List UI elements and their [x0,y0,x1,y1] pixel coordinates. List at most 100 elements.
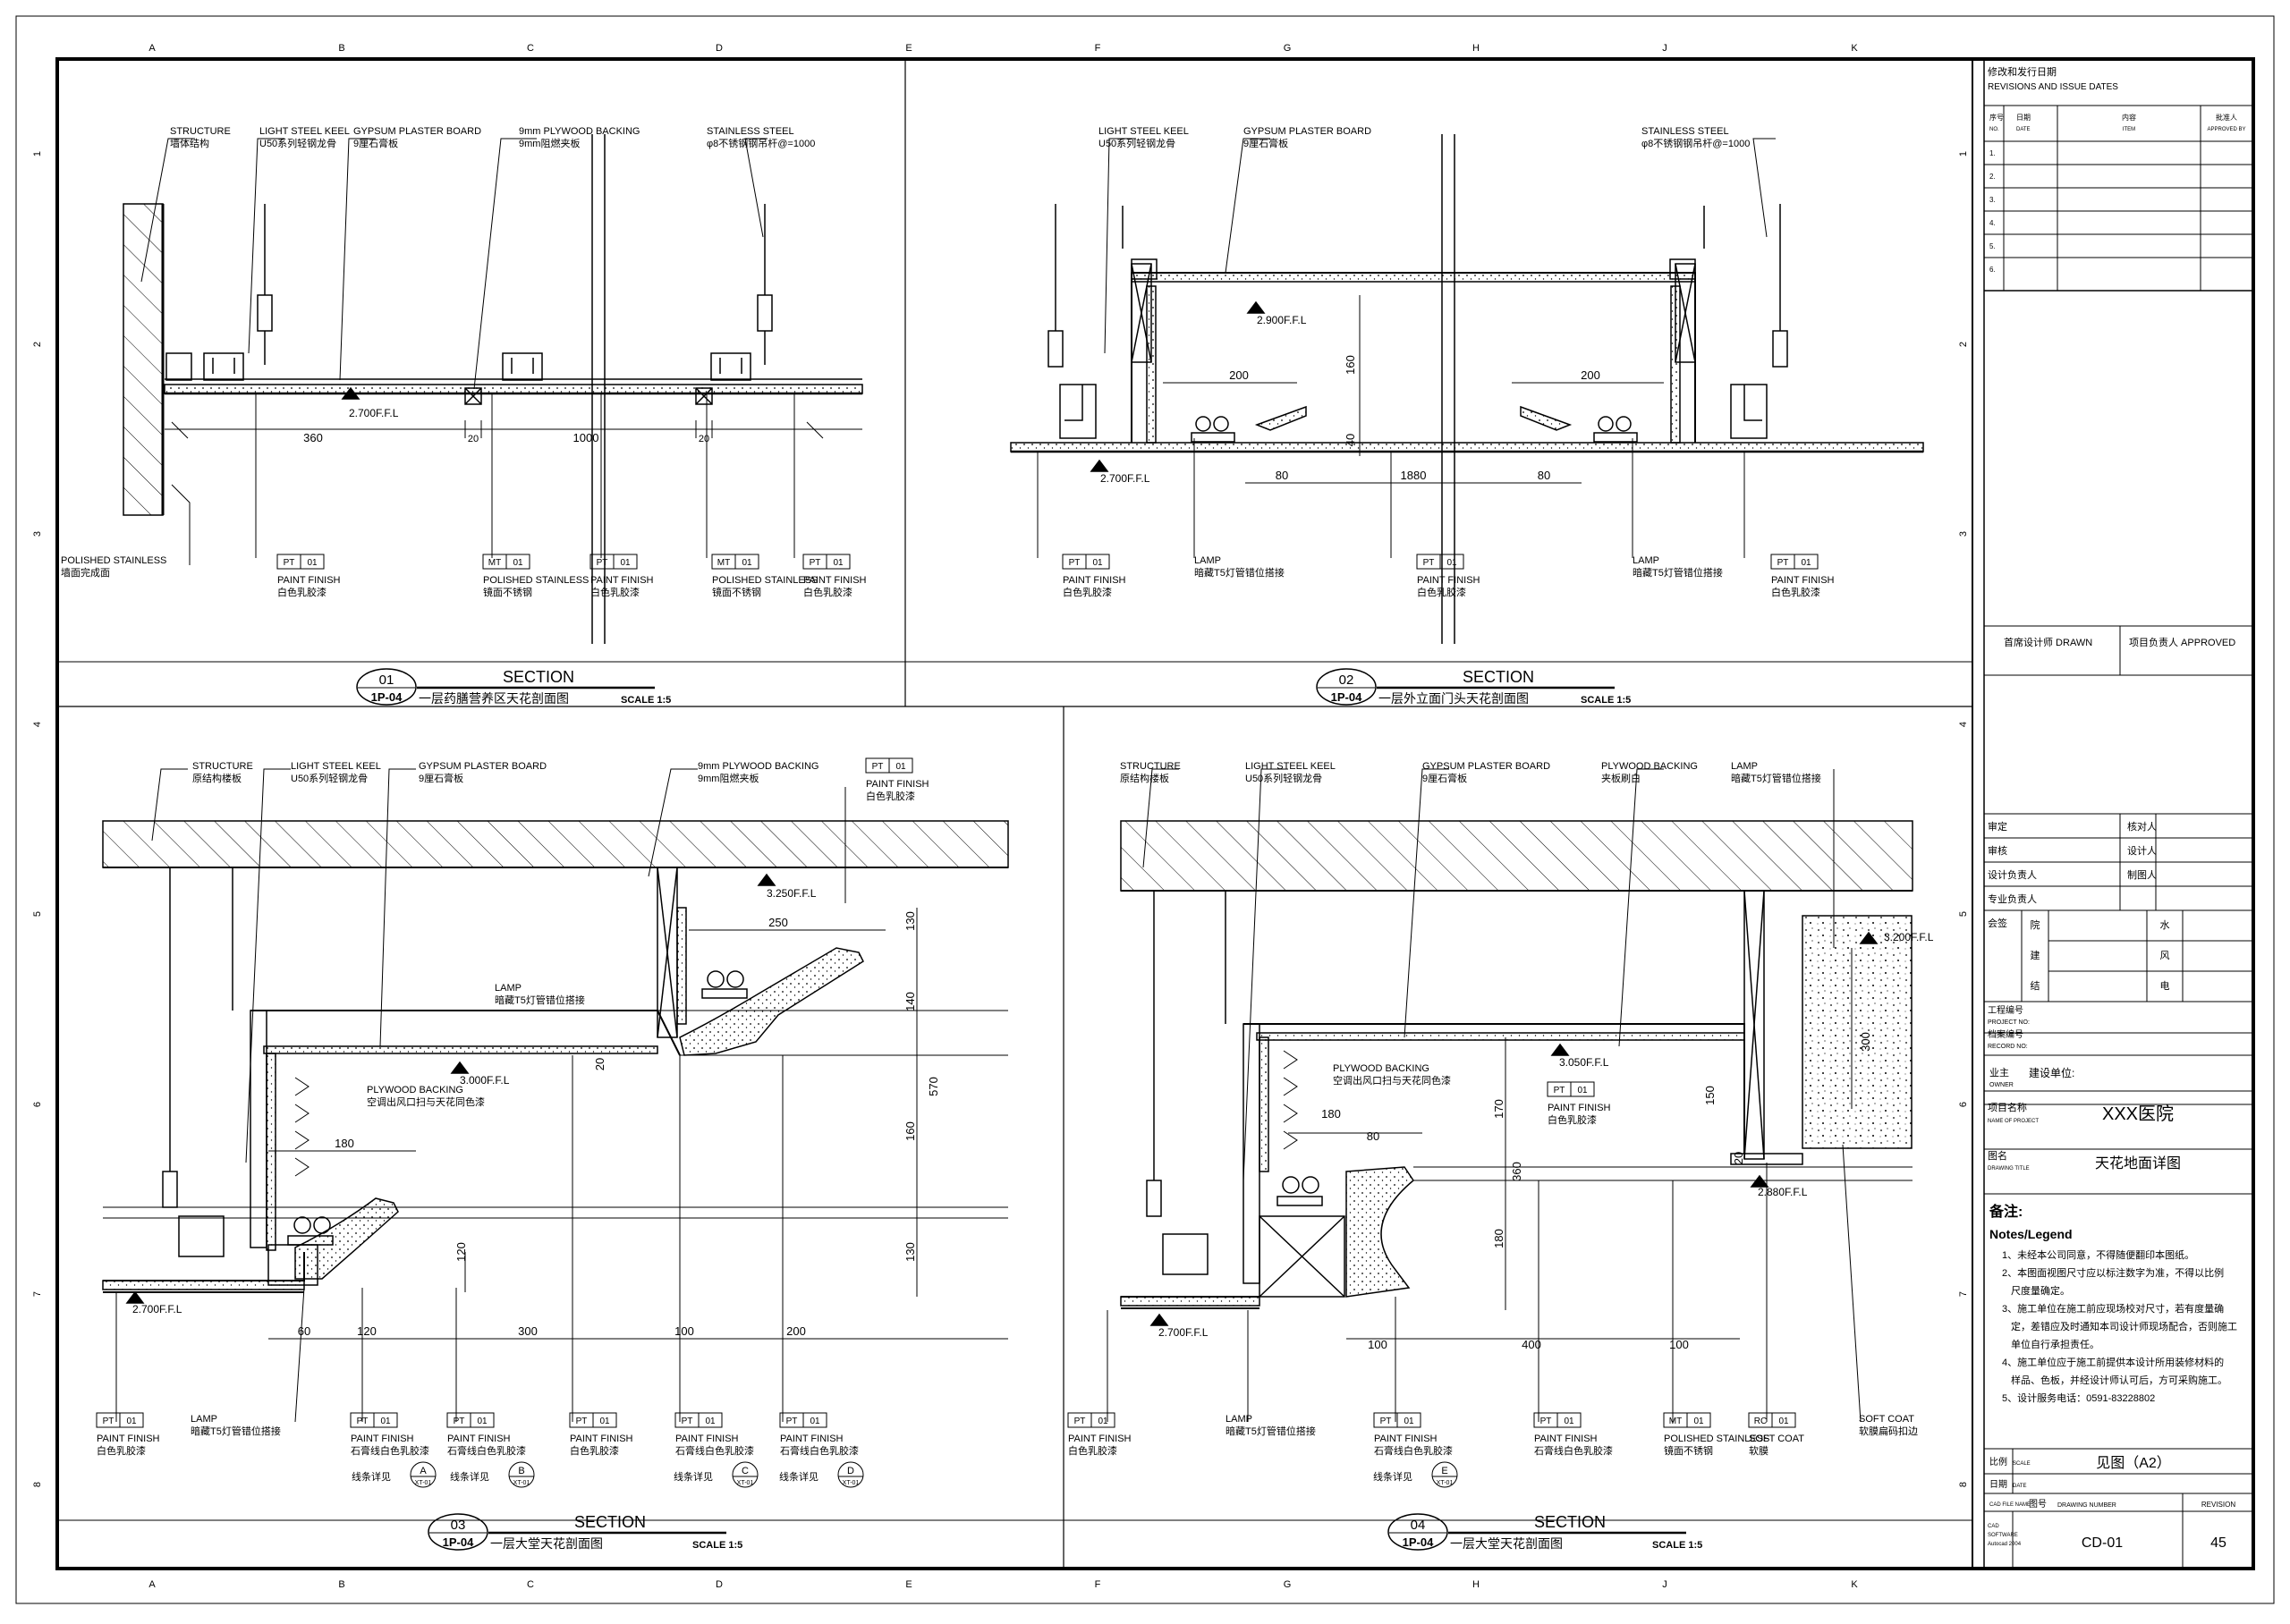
material-tag: PT [682,1417,693,1426]
material-code: 01 [1577,1086,1588,1095]
label-en: PAINT FINISH [1374,1434,1438,1444]
project-name-value: XXX医院 [2102,1104,2174,1124]
cad-software: CAD [1988,1524,1999,1529]
owner-cn: 业主 [1989,1067,2009,1078]
dimension: 1880 [1401,469,1427,482]
dimension: 180 [335,1137,354,1150]
grid-row-left: 3 [32,531,43,537]
section-bubble [428,1513,488,1551]
sign-row-left: 审定 [1988,820,2007,833]
label-cn: φ8不锈钢钢吊杆@=1000 [1641,137,1750,149]
revisions-header-en: DATE [2016,127,2031,132]
label-en: PAINT FINISH [866,779,929,790]
material-code: 01 [307,558,318,568]
sheet-frame [15,15,2275,1604]
cad-software: SOFTWARE [1988,1533,2018,1538]
label-cn: 暗藏T5灯管错位搭接 [1194,566,1285,579]
dimension: 160 [903,1121,917,1141]
notes-title-cn: 备注: [1989,1203,2023,1220]
grid-row-right: 4 [1958,722,1969,727]
section-04-drawing [1107,768,1913,1423]
label-cn: 石膏线白色乳胶漆 [780,1444,859,1457]
material-tag: PT [1777,558,1789,568]
counter-sign-label: 会签 [1988,917,2007,929]
dimension: 170 [1492,1099,1505,1119]
dimension: 300 [1859,1032,1872,1052]
dimension: 250 [768,916,788,929]
material-tag: MT [488,558,501,568]
grid-col-bottom: F [1095,1579,1101,1590]
material-code: 01 [1564,1417,1574,1426]
material-code-box [1771,1412,1796,1428]
grid-row-right: 3 [1958,531,1969,537]
notes-title-en: Notes/Legend [1989,1227,2073,1241]
section-number: 01 [379,672,394,688]
dimension: 360 [1510,1162,1523,1181]
label-cn: 暗藏T5灯管错位搭接 [1226,1425,1316,1437]
detail-reference-label: 线条详见 [1373,1470,1412,1483]
label-cn: φ8不锈钢钢吊杆@=1000 [707,137,815,149]
label-cn: 白色乳胶漆 [1417,586,1466,598]
label-en: PAINT FINISH [351,1434,414,1444]
material-tag: MT [1669,1417,1682,1426]
drawing-number-label-cn: 图号 [2029,1499,2047,1510]
counter-sign-item: 院 [2031,918,2040,931]
project-name-cn: 项目名称 [1988,1101,2027,1113]
material-code: 01 [1693,1417,1704,1426]
label-cn: 暗藏T5灯管错位搭接 [495,994,585,1006]
material-code-box [802,1412,827,1428]
detail-reference-label: 线条详见 [352,1470,391,1483]
grid-col-bottom: J [1662,1579,1667,1590]
section-bubble [1316,668,1377,706]
revision-row-number: 6. [1989,266,1996,274]
material-code: 01 [380,1417,391,1426]
detail-reference-bubble [410,1461,437,1488]
detail-letter: C [742,1466,749,1476]
drawing-number-label-en: DRAWING NUMBER [2057,1502,2116,1509]
material-code: 01 [1778,1417,1789,1426]
revisions-header-cn: 批准人 [2216,113,2237,122]
detail-letter: E [1441,1466,1447,1476]
level-mark: 2.900F.F.L [1257,314,1307,326]
section-subtitle: 一层外立面门头天花剖面图 [1378,691,1529,706]
sign-row-right: 制图人 [2127,869,2157,881]
label-cn: 原结构楼板 [1120,772,1169,784]
label-en: PLYWOOD BACKING [1601,761,1698,772]
material-code-box [1794,554,1819,570]
dimension: 140 [903,992,917,1011]
label-en: SOFT COAT [1859,1414,1914,1425]
label-en: LAMP [495,983,522,994]
dimension: 570 [927,1077,940,1096]
sign-row-left: 设计负责人 [1988,868,2037,881]
grid-row-left: 7 [32,1291,43,1297]
section-title: SECTION [1463,668,1534,686]
detail-reference-bubble [508,1461,535,1488]
grid-col-top: K [1851,43,1858,54]
section-sheet-ref: 1P-04 [1403,1535,1434,1549]
material-tag: PT [1380,1417,1392,1426]
grid-col-bottom: K [1851,1579,1858,1590]
label-en: PAINT FINISH [1417,575,1480,586]
grid-col-top: E [905,43,912,54]
label-en: LAMP [1226,1414,1252,1425]
label-cn: 白色乳胶漆 [277,586,327,598]
section-scale: SCALE 1:5 [1581,695,1631,706]
level-mark: 2.880F.F.L [1758,1186,1808,1198]
material-code-box [613,554,638,570]
material-code-box [119,1412,144,1428]
project-no-cn: 工程编号 [1988,1004,2023,1016]
label-cn: U50系列轻钢龙骨 [1245,772,1322,784]
revision-row-number: 2. [1989,173,1996,181]
material-code-box [373,1412,398,1428]
revisions-header-en: APPROVED BY [2207,127,2245,132]
revisions-header-cn: 序号 [1989,113,2004,122]
dimension: 200 [1229,368,1249,382]
material-code: 01 [742,558,752,568]
project-name-en: NAME OF PROJECT [1988,1119,2039,1124]
label-en: PAINT FINISH [1063,575,1126,586]
detail-sheet-ref: XT-01 [415,1480,432,1486]
dimension: 1000 [573,431,599,444]
dimension: 400 [1522,1338,1541,1351]
label-cn: 暗藏T5灯管错位搭接 [191,1425,281,1437]
scale-cn: 比例 [1989,1456,2007,1468]
